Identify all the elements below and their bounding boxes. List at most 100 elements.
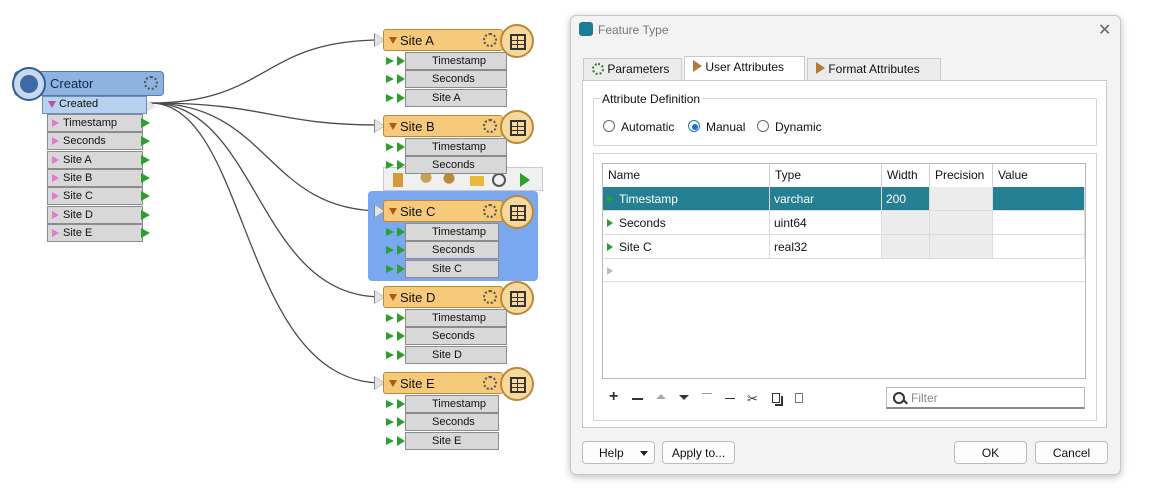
creator-attribute-row[interactable]: Site D bbox=[47, 205, 143, 224]
writer-attribute-row[interactable]: Timestamp bbox=[386, 138, 507, 156]
writer-attribute-label: Timestamp bbox=[432, 55, 486, 67]
move-up-icon[interactable] bbox=[656, 394, 666, 399]
column-header-value[interactable]: Value bbox=[998, 168, 1028, 182]
writer-attribute-row[interactable]: Site E bbox=[386, 431, 499, 450]
radio-automatic[interactable] bbox=[603, 120, 615, 132]
cell-value[interactable] bbox=[993, 235, 1085, 259]
connection-site-b bbox=[149, 102, 383, 126]
cell-type[interactable]: varchar bbox=[770, 187, 882, 211]
creator-attribute-row[interactable]: Seconds bbox=[47, 132, 143, 151]
cell-width[interactable] bbox=[882, 211, 930, 235]
input-port-fill bbox=[375, 34, 384, 46]
writer-attribute-row[interactable]: Site C bbox=[386, 259, 499, 278]
gear-icon[interactable] bbox=[483, 119, 497, 133]
filter-input[interactable]: Filter bbox=[886, 387, 1085, 409]
attribute-input-port-icon bbox=[397, 417, 405, 428]
move-top-icon[interactable] bbox=[702, 393, 712, 399]
run-to-here-icon[interactable] bbox=[520, 173, 530, 187]
cell-name[interactable]: Site C bbox=[603, 235, 770, 259]
column-header-width[interactable]: Width bbox=[882, 164, 930, 187]
column-header-type[interactable]: Type bbox=[770, 164, 882, 187]
creator-attribute-row[interactable]: Site C bbox=[47, 187, 143, 206]
writer-node-site-d[interactable]: Site D bbox=[383, 286, 503, 308]
copy-icon[interactable] bbox=[772, 393, 780, 403]
gear-icon[interactable] bbox=[483, 204, 497, 218]
cell-name[interactable]: Seconds bbox=[603, 211, 770, 235]
creator-attribute-label: Site A bbox=[63, 153, 92, 166]
gear-icon[interactable] bbox=[483, 376, 497, 390]
creator-output-port[interactable]: Created bbox=[42, 96, 156, 114]
cell-value[interactable] bbox=[993, 211, 1085, 235]
open-folder-icon[interactable] bbox=[468, 171, 486, 189]
tab-user-attributes[interactable]: User Attributes bbox=[684, 56, 805, 81]
help-button[interactable]: Help bbox=[582, 441, 655, 464]
ok-button[interactable]: OK bbox=[954, 441, 1027, 464]
column-header-name[interactable]: Name bbox=[603, 164, 770, 187]
output-port-icon[interactable] bbox=[141, 227, 150, 238]
table-row-new[interactable] bbox=[603, 259, 1085, 282]
database-settings-icon[interactable] bbox=[440, 171, 458, 189]
move-bottom-icon[interactable] bbox=[725, 393, 735, 399]
cell-type[interactable]: uint64 bbox=[770, 211, 882, 235]
creator-gear-icon[interactable] bbox=[144, 76, 158, 90]
writer-title: Site A bbox=[400, 33, 434, 48]
row-arrow-icon bbox=[607, 219, 613, 227]
cell-value[interactable] bbox=[993, 187, 1085, 211]
radio-dynamic[interactable] bbox=[757, 120, 769, 132]
writer-attribute-row[interactable]: Timestamp bbox=[386, 223, 499, 241]
writer-attribute-row[interactable]: Site D bbox=[386, 345, 507, 364]
output-port-icon[interactable] bbox=[141, 191, 150, 202]
writer-node-site-b[interactable]: Site B bbox=[383, 115, 503, 137]
writer-attribute-row[interactable]: Seconds bbox=[386, 156, 507, 175]
creator-attribute-row[interactable]: Site E bbox=[47, 223, 143, 242]
inspect-icon[interactable] bbox=[492, 173, 506, 187]
cut-icon[interactable]: ✂ bbox=[747, 391, 758, 406]
tab-format-attributes[interactable]: Format Attributes bbox=[807, 58, 941, 80]
cancel-button[interactable]: Cancel bbox=[1035, 441, 1108, 464]
cell-precision[interactable] bbox=[930, 235, 993, 259]
attribute-arrow-icon bbox=[52, 173, 59, 182]
apply-to-button[interactable]: Apply to... bbox=[662, 441, 735, 464]
close-icon[interactable]: ✕ bbox=[1098, 22, 1112, 39]
paste-icon[interactable] bbox=[795, 393, 803, 403]
cell-precision[interactable] bbox=[930, 211, 993, 235]
tab-parameters[interactable]: Parameters bbox=[583, 58, 682, 80]
writer-attribute-row[interactable]: Timestamp bbox=[386, 395, 499, 413]
writer-attribute-row[interactable]: Timestamp bbox=[386, 52, 507, 70]
cell-name[interactable]: Timestamp bbox=[603, 187, 770, 211]
output-port-icon[interactable] bbox=[141, 172, 150, 183]
writer-attribute-row[interactable]: Site A bbox=[386, 88, 507, 107]
gear-icon[interactable] bbox=[483, 33, 497, 47]
attribute-definition-title: Attribute Definition bbox=[600, 92, 703, 106]
cell-width[interactable] bbox=[882, 235, 930, 259]
writer-attribute-row[interactable]: Seconds bbox=[386, 327, 507, 346]
output-port-icon[interactable] bbox=[141, 209, 150, 220]
remove-row-icon[interactable] bbox=[632, 398, 643, 400]
attribute-definition-group bbox=[593, 98, 1097, 146]
column-header-precision[interactable]: Precision bbox=[930, 164, 993, 187]
radio-manual[interactable] bbox=[688, 120, 700, 132]
creator-attribute-label: Site D bbox=[63, 208, 93, 221]
writer-attribute-row[interactable]: Seconds bbox=[386, 413, 499, 432]
writer-node-site-c[interactable]: Site C bbox=[383, 200, 503, 222]
writer-title: Site C bbox=[400, 204, 436, 219]
cell-width[interactable]: 200 bbox=[882, 187, 930, 211]
output-port-icon[interactable] bbox=[141, 154, 150, 165]
creator-attribute-row[interactable]: Timestamp bbox=[47, 114, 143, 132]
cell-type[interactable]: real32 bbox=[770, 235, 882, 259]
creator-attribute-row[interactable]: Site A bbox=[47, 150, 143, 169]
creator-attribute-row[interactable]: Site B bbox=[47, 168, 143, 187]
writer-node-site-e[interactable]: Site E bbox=[383, 372, 503, 394]
writer-attribute-row[interactable]: Seconds bbox=[386, 241, 499, 260]
writer-attribute-row[interactable]: Timestamp bbox=[386, 309, 507, 327]
output-port-icon[interactable] bbox=[141, 136, 150, 147]
writer-attribute-row[interactable]: Seconds bbox=[386, 70, 507, 89]
output-port-icon[interactable] bbox=[141, 118, 150, 128]
writer-node-site-a[interactable]: Site A bbox=[383, 29, 503, 51]
add-writer-icon[interactable] bbox=[389, 171, 407, 189]
move-down-icon[interactable] bbox=[679, 395, 689, 400]
add-row-icon[interactable]: + bbox=[609, 388, 619, 405]
cell-precision[interactable] bbox=[930, 187, 993, 211]
gear-icon[interactable] bbox=[483, 290, 497, 304]
database-import-icon[interactable] bbox=[417, 171, 435, 189]
